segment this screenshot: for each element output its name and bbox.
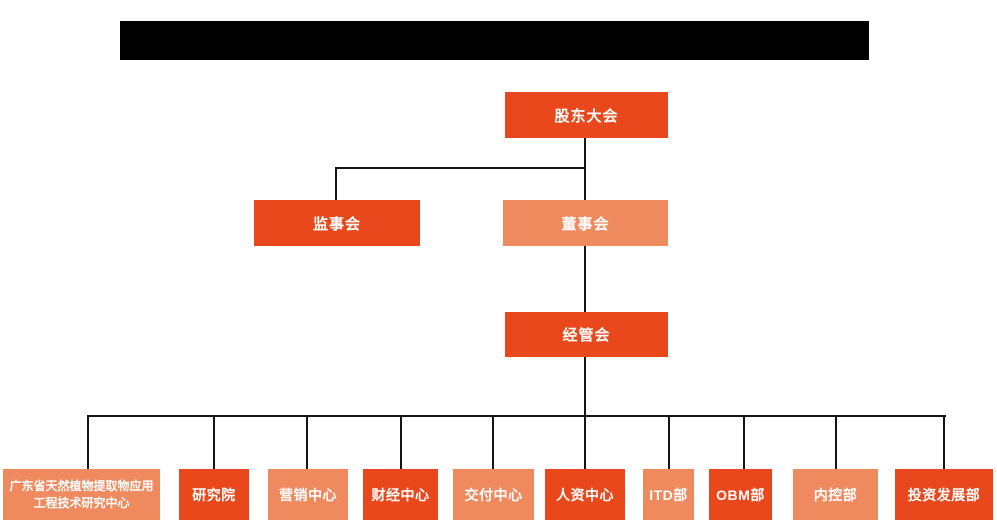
connector-drop-marketing-center	[306, 415, 308, 469]
org-node-delivery-center: 交付中心	[453, 469, 534, 520]
org-node-research-center: 广东省天然植物提取物应用工程技术研究中心	[3, 469, 160, 520]
connector-drop-supervisory	[335, 167, 337, 200]
connector-drop-internal-control	[835, 415, 837, 469]
connector-shareholders-to-board	[584, 138, 586, 200]
org-node-internal-control-department: 内控部	[793, 469, 878, 520]
org-node-shareholders-meeting: 股东大会	[505, 92, 668, 138]
connector-drop-finance-center	[400, 415, 402, 469]
org-node-investment-development-department: 投资发展部	[895, 469, 993, 520]
org-node-finance-center: 财经中心	[363, 469, 438, 520]
org-node-supervisory-board: 监事会	[254, 200, 420, 246]
org-node-management-committee: 经管会	[505, 312, 668, 357]
connector-drop-research-institute	[213, 415, 215, 469]
connector-drop-investment-development	[943, 415, 945, 469]
connector-management-down	[584, 357, 586, 469]
connector-bottom-horizontal	[87, 415, 946, 417]
connector-board-to-management	[584, 246, 586, 312]
org-node-obm-department: OBM部	[709, 469, 772, 520]
org-node-itd-department: ITD部	[643, 469, 694, 520]
connector-drop-itd-department	[668, 415, 670, 469]
org-node-research-institute: 研究院	[179, 469, 249, 520]
connector-top-horizontal	[335, 167, 586, 169]
redacted-title-bar	[120, 21, 869, 60]
connector-drop-research-center	[87, 415, 89, 469]
org-node-hr-center: 人资中心	[545, 469, 625, 520]
org-node-board-of-directors: 董事会	[503, 200, 668, 246]
connector-drop-obm-department	[743, 415, 745, 469]
connector-drop-delivery-center	[492, 415, 494, 469]
org-node-marketing-center: 营销中心	[268, 469, 348, 520]
